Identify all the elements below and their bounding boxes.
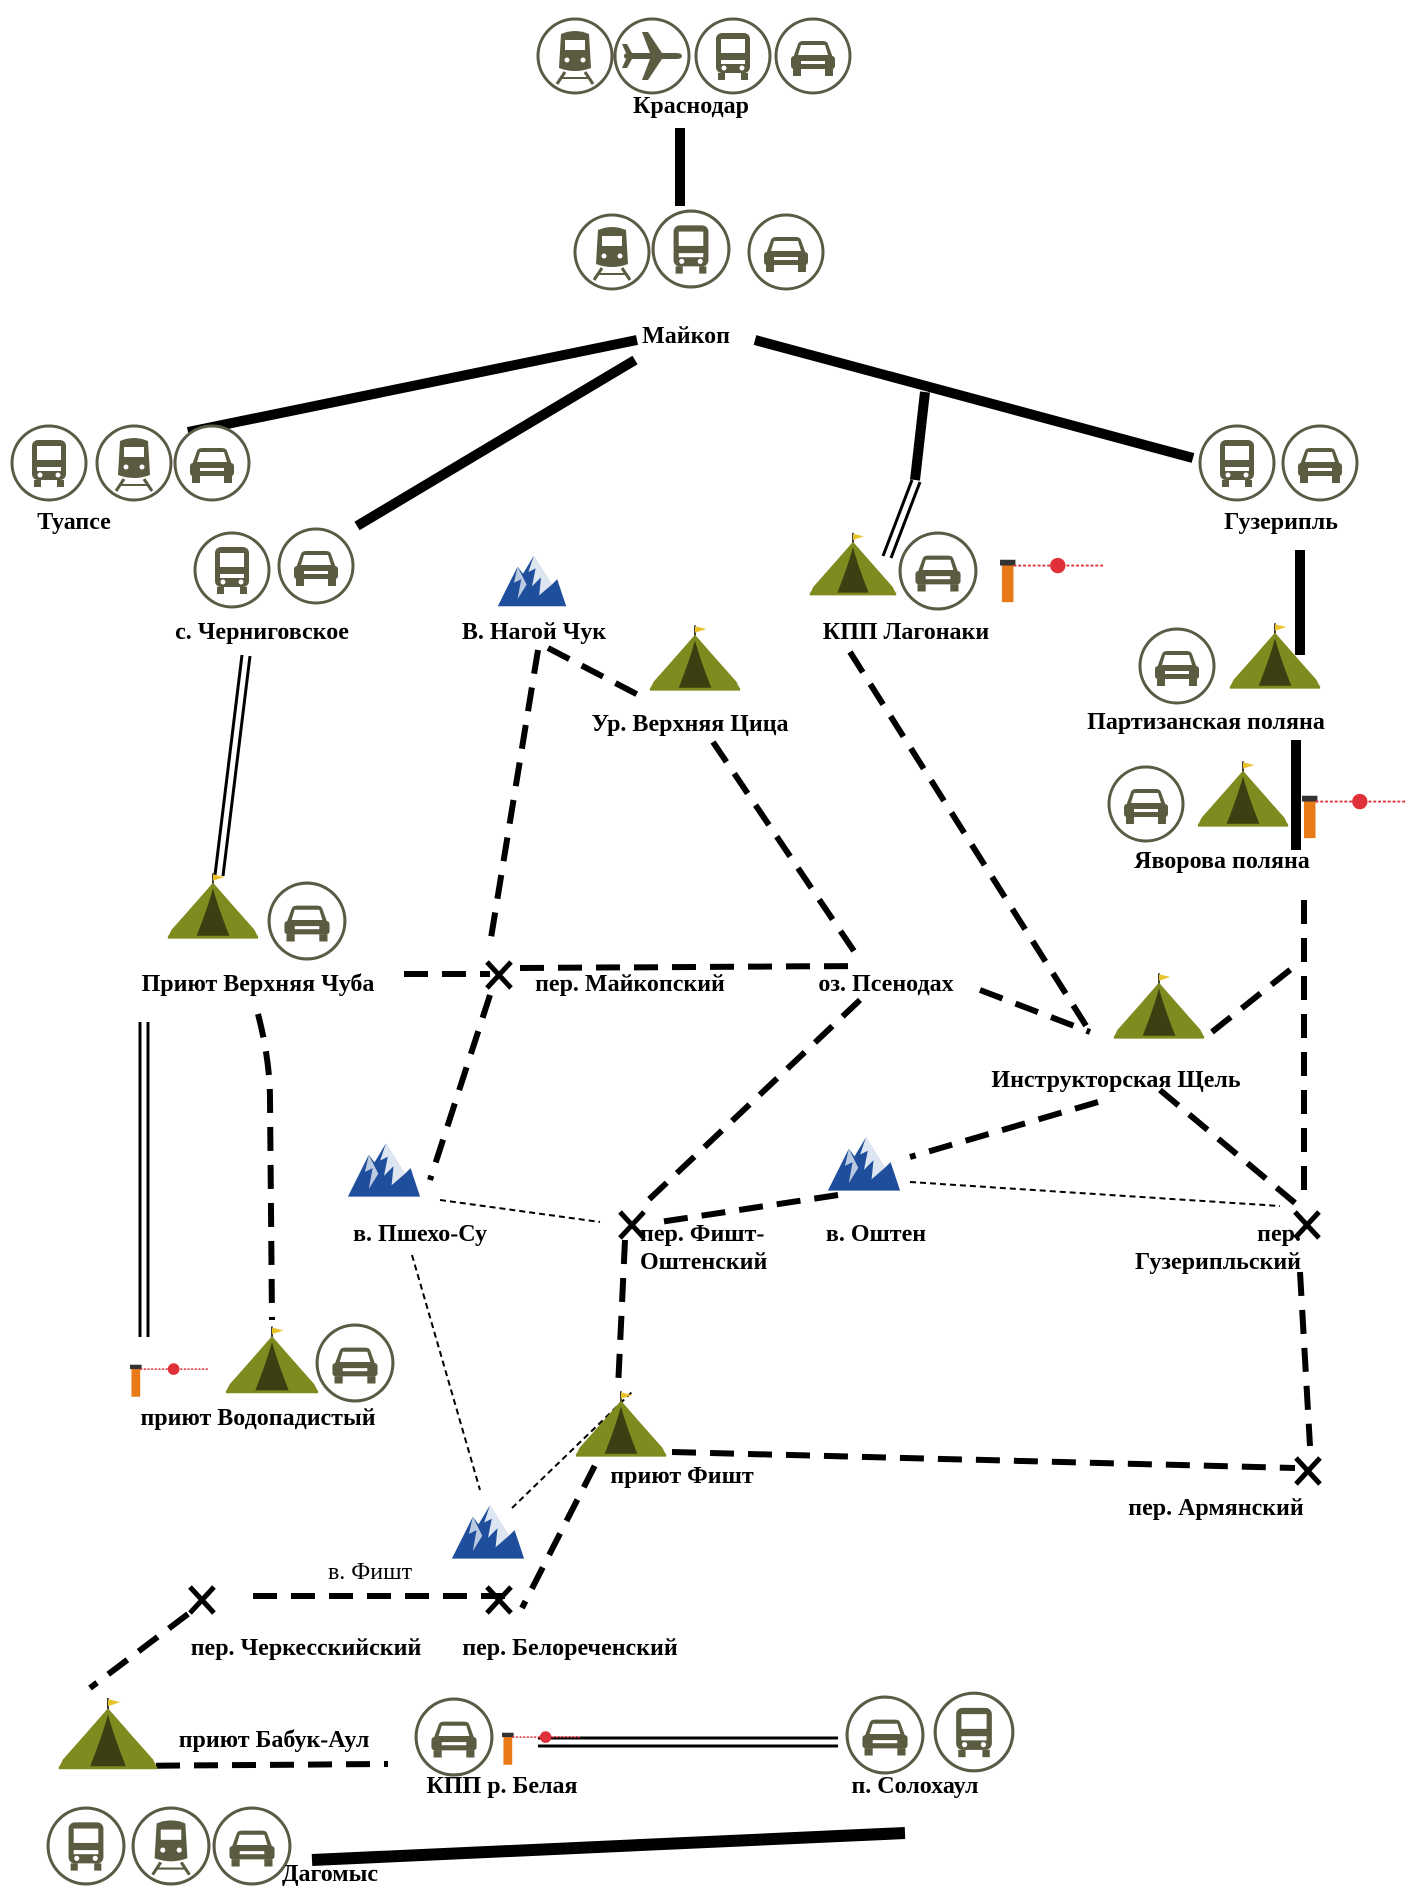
bus-icon — [694, 17, 772, 95]
label-yavorova: Яворова поляна — [1134, 848, 1310, 874]
label-partizanskaya: Партизанская поляна — [1087, 709, 1325, 735]
tent-icon — [224, 1324, 320, 1394]
barrier-icon — [502, 1729, 582, 1767]
passes — [188, 960, 1322, 1615]
pass-cross-icon — [188, 1585, 216, 1615]
label-vodopadisty: приют Водопадистый — [140, 1405, 376, 1431]
tent-icon — [574, 1389, 668, 1457]
car-icon — [774, 17, 852, 95]
thin-trails — [411, 1181, 1281, 1509]
pass-cross-icon — [485, 960, 513, 990]
label-maykopsky-pass: пер. Майкопский — [535, 971, 725, 997]
label-fisht-peak: в. Фишт — [327, 1559, 413, 1585]
icons — [10, 17, 1408, 1886]
car-icon — [277, 527, 355, 605]
label-tuapse: Туапсе — [37, 509, 111, 535]
label-fisht-shelter: приют Фишт — [610, 1463, 754, 1489]
road-maykop-tuapse — [186, 335, 639, 437]
barrier-icon — [1000, 556, 1106, 604]
label-cherkessky-pass: пер. Черкесскийский — [190, 1635, 422, 1661]
label-fisht-oshten-pass: пер. Фишт-Оштенский — [640, 1221, 768, 1275]
road-maykop-chernigovskoe — [354, 355, 638, 531]
road-branch-lagonaki — [910, 391, 930, 481]
pass-cross-icon — [485, 1585, 513, 1615]
label-nagoy-chuk: В. Нагой Чук — [461, 619, 607, 645]
mountain-icon — [497, 555, 567, 607]
label-verkhnyaya-chuba: Приют Верхняя Чуба — [141, 971, 375, 997]
road-dagomys-solokhaul — [311, 1827, 906, 1866]
label-babuk-aul: приют Бабук-Аул — [178, 1727, 370, 1753]
car-icon — [1107, 765, 1185, 843]
car-icon — [414, 1697, 494, 1777]
car-icon — [315, 1323, 395, 1403]
label-armyansky-pass: пер. Армянский — [1128, 1495, 1304, 1521]
trails — [88, 645, 1313, 1769]
pass-cross-icon — [1294, 1456, 1322, 1486]
bus-icon — [1198, 424, 1276, 502]
tent-icon — [1228, 621, 1322, 689]
barrier-icon — [1302, 792, 1408, 840]
double-roads — [138, 479, 922, 1748]
barrier-icon — [130, 1362, 210, 1398]
label-kpp-lagonaki: КПП Лагонаки — [822, 619, 990, 645]
bus-icon — [933, 1691, 1015, 1773]
bus-icon — [651, 209, 731, 289]
tent-icon — [166, 871, 260, 939]
pass-cross-icon — [1293, 1210, 1321, 1240]
label-chernigovskoe: с. Черниговское — [175, 619, 349, 645]
label-kpp-belaya: КПП р. Белая — [426, 1773, 578, 1799]
car-icon — [845, 1695, 925, 1775]
label-verkhnyaya-tsitsa: Ур. Верхняя Цица — [591, 711, 789, 737]
mountain-icon — [827, 1137, 901, 1191]
bus-icon — [10, 424, 88, 502]
train-icon — [573, 213, 651, 291]
tent-icon — [648, 623, 742, 691]
label-pshekho-su: в. Пшехо-Су — [353, 1221, 487, 1247]
label-belorechensky-pass: пер. Белореченский — [462, 1635, 678, 1661]
car-icon — [1138, 627, 1216, 705]
label-oshten: в. Оштен — [825, 1221, 927, 1247]
label-maykop: Майкоп — [642, 323, 730, 349]
bus-icon — [46, 1806, 126, 1886]
car-icon — [173, 424, 251, 502]
train-icon — [536, 17, 614, 95]
label-krasnodar: Краснодар — [632, 93, 750, 119]
car-icon — [212, 1806, 292, 1886]
pass-cross-icon — [618, 1210, 646, 1240]
train-icon — [95, 424, 173, 502]
label-dagomys: Дагомыс — [281, 1861, 379, 1887]
mountain-icon — [451, 1505, 525, 1559]
tent-icon — [808, 531, 898, 596]
bus-icon — [193, 531, 271, 609]
tent-icon — [57, 1696, 159, 1770]
label-psenodakh: оз. Псенодах — [818, 971, 954, 997]
tent-icon — [1196, 759, 1290, 827]
car-icon — [1281, 424, 1359, 502]
label-guzeriplsky-pass: пер. Гузерипльский — [1135, 1221, 1301, 1275]
car-icon — [267, 881, 347, 961]
label-solokhaul: п. Солохаул — [851, 1773, 979, 1799]
tent-icon — [1112, 971, 1206, 1039]
car-icon — [747, 213, 825, 291]
airplane-icon — [613, 17, 691, 95]
label-instruktorskaya: Инструкторская Щель — [991, 1067, 1241, 1093]
train-icon — [131, 1806, 211, 1886]
car-icon — [898, 531, 978, 611]
label-guzeripl: Гузерипль — [1224, 509, 1338, 535]
road-connections — [88, 128, 1313, 1866]
road-maykop-guzeripl — [753, 335, 1195, 463]
mountain-icon — [347, 1143, 421, 1197]
